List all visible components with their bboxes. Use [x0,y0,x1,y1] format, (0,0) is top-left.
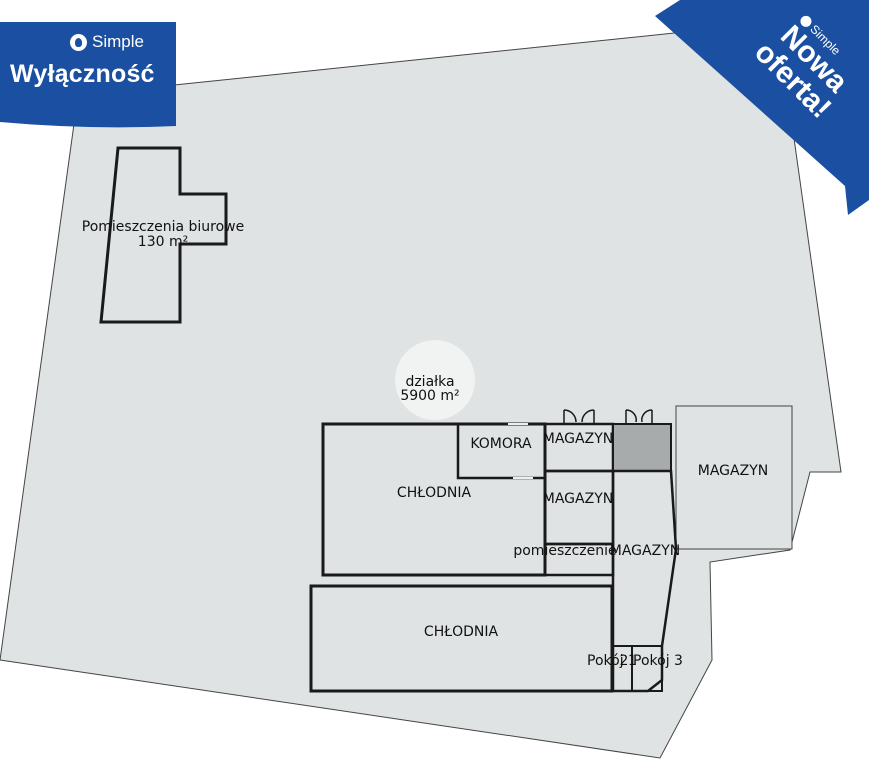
door-icon [563,409,595,424]
pokoj-3-label: Pokój 3 [633,653,683,669]
leaf-logo-icon [70,33,87,51]
watermark-logo [395,340,475,420]
shaded-room [612,423,672,472]
magazyn-top-label: MAGAZYN [543,431,613,447]
office-label: Pomieszczenia biurowe [82,219,244,235]
magazyn-corridor-label: MAGAZYN [610,543,680,559]
chlodnia-upper-label: CHŁODNIA [397,485,472,501]
chlodnia-lower-label: CHŁODNIA [424,624,499,640]
chlodnia-lower-room [309,584,614,693]
office-building [99,146,228,324]
exclusive-badge [0,22,176,128]
simple-brand-logo: Simple [70,32,144,52]
pokoj-1-label: Pokój 1 [587,653,637,669]
komora-label: KOMORA [470,436,532,452]
door-icon [625,409,653,424]
brand-text: Simple [92,32,144,51]
plot-label: działka [405,374,454,390]
pomieszczenie-label: pomieszczenie [513,543,616,559]
new-offer-ribbon [655,0,869,215]
magazyn-mid-label: MAGAZYN [543,491,613,507]
magazyn-right-room [675,405,793,550]
pokoj-2-room [631,645,663,692]
office-area-label: 130 m² [138,234,188,250]
magazyn-right-label: MAGAZYN [698,463,768,479]
exclusive-label: Wyłączność [10,60,155,88]
plot-area-label: 5900 m² [400,388,459,404]
pokoj-2-label: 2 [620,653,629,669]
